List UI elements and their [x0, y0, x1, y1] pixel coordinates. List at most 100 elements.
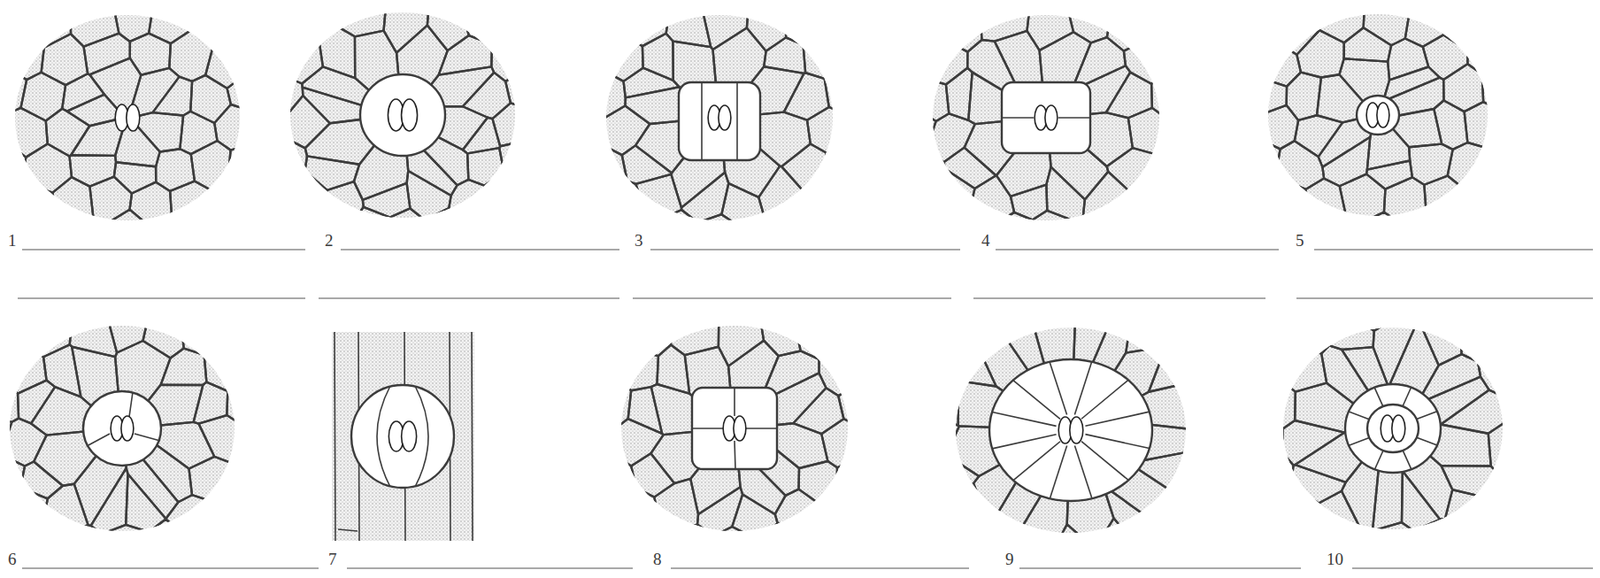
cell-wall	[448, 179, 489, 220]
cell-wall	[1405, 0, 1444, 47]
cell-wall	[1232, 102, 1262, 154]
subsidiary-wall	[86, 433, 110, 447]
cell-wall	[380, 207, 427, 254]
cell-wall	[306, 209, 353, 254]
epidermal-cells	[585, 290, 884, 567]
cell-wall	[1166, 292, 1222, 367]
cell-wall	[1344, 27, 1392, 62]
cell-wall	[1232, 0, 1264, 14]
subsidiary-wall	[129, 392, 133, 417]
cell-wall	[1495, 454, 1539, 516]
cell-wall	[585, 348, 623, 392]
figure-number: 10	[1326, 550, 1344, 568]
subsidiary-wall	[746, 427, 777, 430]
cell-wall	[635, 174, 682, 220]
cell-wall	[0, 0, 8, 17]
cell-wall	[211, 290, 270, 317]
cell-wall	[0, 346, 47, 394]
cell-wall	[86, 290, 128, 320]
cell-wall	[599, 0, 642, 19]
stoma-figure	[254, 0, 551, 254]
cell-wall	[1106, 201, 1155, 256]
subsidiary-wall	[134, 433, 161, 441]
cell-wall	[1154, 132, 1195, 206]
cell-wall	[254, 170, 291, 224]
cell-wall	[1247, 307, 1296, 362]
cell-wall	[1443, 0, 1484, 51]
subsidiary-wall	[692, 427, 724, 430]
subsidiary-wall	[1074, 361, 1092, 416]
cell-wall	[1067, 0, 1112, 43]
cell-wall	[1301, 0, 1345, 16]
subsidiary-wall	[334, 331, 336, 541]
cell-wall	[461, 0, 507, 45]
cell-wall	[1171, 520, 1222, 569]
cell-wall	[69, 314, 117, 357]
cell-wall	[1488, 422, 1539, 471]
cell-wall	[107, 209, 153, 256]
answer-line	[1019, 567, 1301, 569]
cell-wall	[897, 77, 949, 122]
cell-wall	[492, 102, 551, 147]
subsidiary-wall	[1001, 116, 1034, 119]
cell-wall	[969, 315, 1010, 346]
epidermal-cells	[1232, 0, 1524, 252]
cell-wall	[0, 5, 31, 45]
subsidiary-region	[83, 391, 162, 466]
cell-wall	[1460, 182, 1519, 231]
guard-cells	[388, 421, 416, 452]
cell-wall	[1151, 55, 1195, 133]
figure-number: 5	[1295, 231, 1305, 249]
cell-wall	[26, 523, 71, 567]
cell-wall	[198, 415, 264, 463]
cell-wall	[596, 105, 650, 155]
cell-wall	[1504, 372, 1539, 440]
cell-wall	[1293, 308, 1333, 354]
cell-wall	[0, 346, 1, 399]
stomatal-complex	[83, 391, 162, 466]
cell-wall	[148, 519, 194, 567]
cell-wall	[722, 0, 767, 18]
epidermis	[1268, 14, 1488, 216]
cell-wall	[427, 0, 470, 51]
subsidiary-wall	[1084, 434, 1149, 449]
subsidiary-region	[678, 82, 761, 161]
cell-wall	[897, 215, 947, 256]
figure-number: 3	[634, 231, 644, 249]
cell-wall	[803, 30, 854, 79]
subsidiary-region	[1001, 82, 1091, 154]
stomatal-complex	[692, 387, 777, 470]
cell-wall	[1373, 522, 1418, 565]
cell-wall	[1433, 100, 1468, 149]
answer-line	[1352, 567, 1593, 569]
cell-wall	[920, 526, 966, 569]
cell-wall	[0, 15, 6, 78]
cell-wall	[407, 170, 452, 221]
subsidiary-wall	[471, 331, 473, 541]
cell-wall	[1498, 514, 1539, 565]
cell-wall	[813, 489, 870, 536]
guard-cells	[115, 104, 140, 131]
cell-wall	[803, 176, 869, 224]
cell-wall	[1123, 38, 1185, 85]
cell-wall	[26, 220, 69, 256]
guard-cells	[707, 105, 731, 131]
answer-line	[632, 297, 952, 299]
stomatal-complex	[115, 104, 140, 131]
stoma-figure	[1247, 292, 1539, 565]
answer-line	[346, 567, 633, 569]
subsidiary-wall	[700, 82, 703, 161]
answer-line	[995, 248, 1279, 250]
cell-wall	[923, 0, 964, 6]
cell-wall	[714, 526, 762, 567]
cell-wall	[0, 308, 25, 364]
cell-wall	[1484, 201, 1524, 252]
cell-wall	[113, 0, 154, 42]
cell-wall	[4, 487, 48, 531]
cell-wall	[61, 73, 105, 111]
stomatal-complex	[360, 74, 446, 156]
cell-wall	[304, 155, 360, 191]
cell-wall	[965, 524, 1009, 569]
cell-wall	[585, 309, 630, 359]
subsidiary-cells	[376, 385, 429, 487]
